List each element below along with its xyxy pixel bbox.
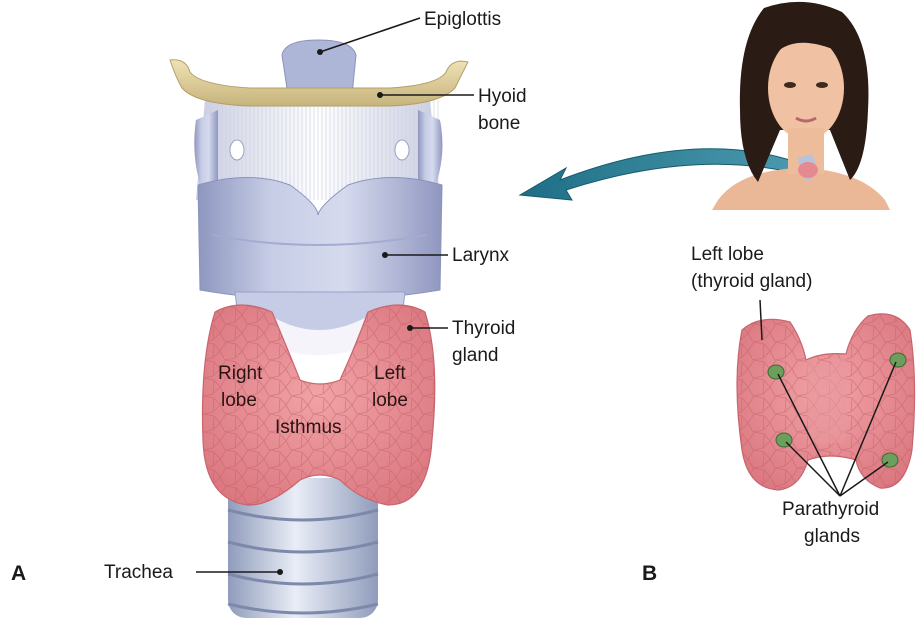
label-right-lobe-line2: lobe [221, 389, 257, 412]
woman-portrait [712, 2, 890, 210]
label-left-lobe-b-line2: (thyroid gland) [691, 270, 812, 293]
label-larynx: Larynx [452, 244, 509, 267]
label-hyoid-bone-line1: Hyoid [478, 85, 527, 108]
label-epiglottis: Epiglottis [424, 8, 501, 31]
label-parathyroid-line2: glands [804, 525, 860, 548]
label-trachea: Trachea [104, 561, 173, 584]
epiglottis-shape [282, 40, 356, 95]
label-isthmus: Isthmus [275, 416, 342, 439]
label-parathyroid-line1: Parathyroid [782, 498, 879, 521]
label-left-lobe-line1: Left [374, 362, 406, 385]
label-thyroid-gland-line2: gland [452, 344, 499, 367]
label-hyoid-bone-line2: bone [478, 112, 520, 135]
label-right-lobe-line1: Right [218, 362, 262, 385]
panel-label-b: B [642, 562, 657, 585]
label-left-lobe-line2: lobe [372, 389, 408, 412]
label-left-lobe-b-line1: Left lobe [691, 243, 764, 266]
panel-label-a: A [11, 562, 26, 585]
label-thyroid-gland-line1: Thyroid [452, 317, 515, 340]
